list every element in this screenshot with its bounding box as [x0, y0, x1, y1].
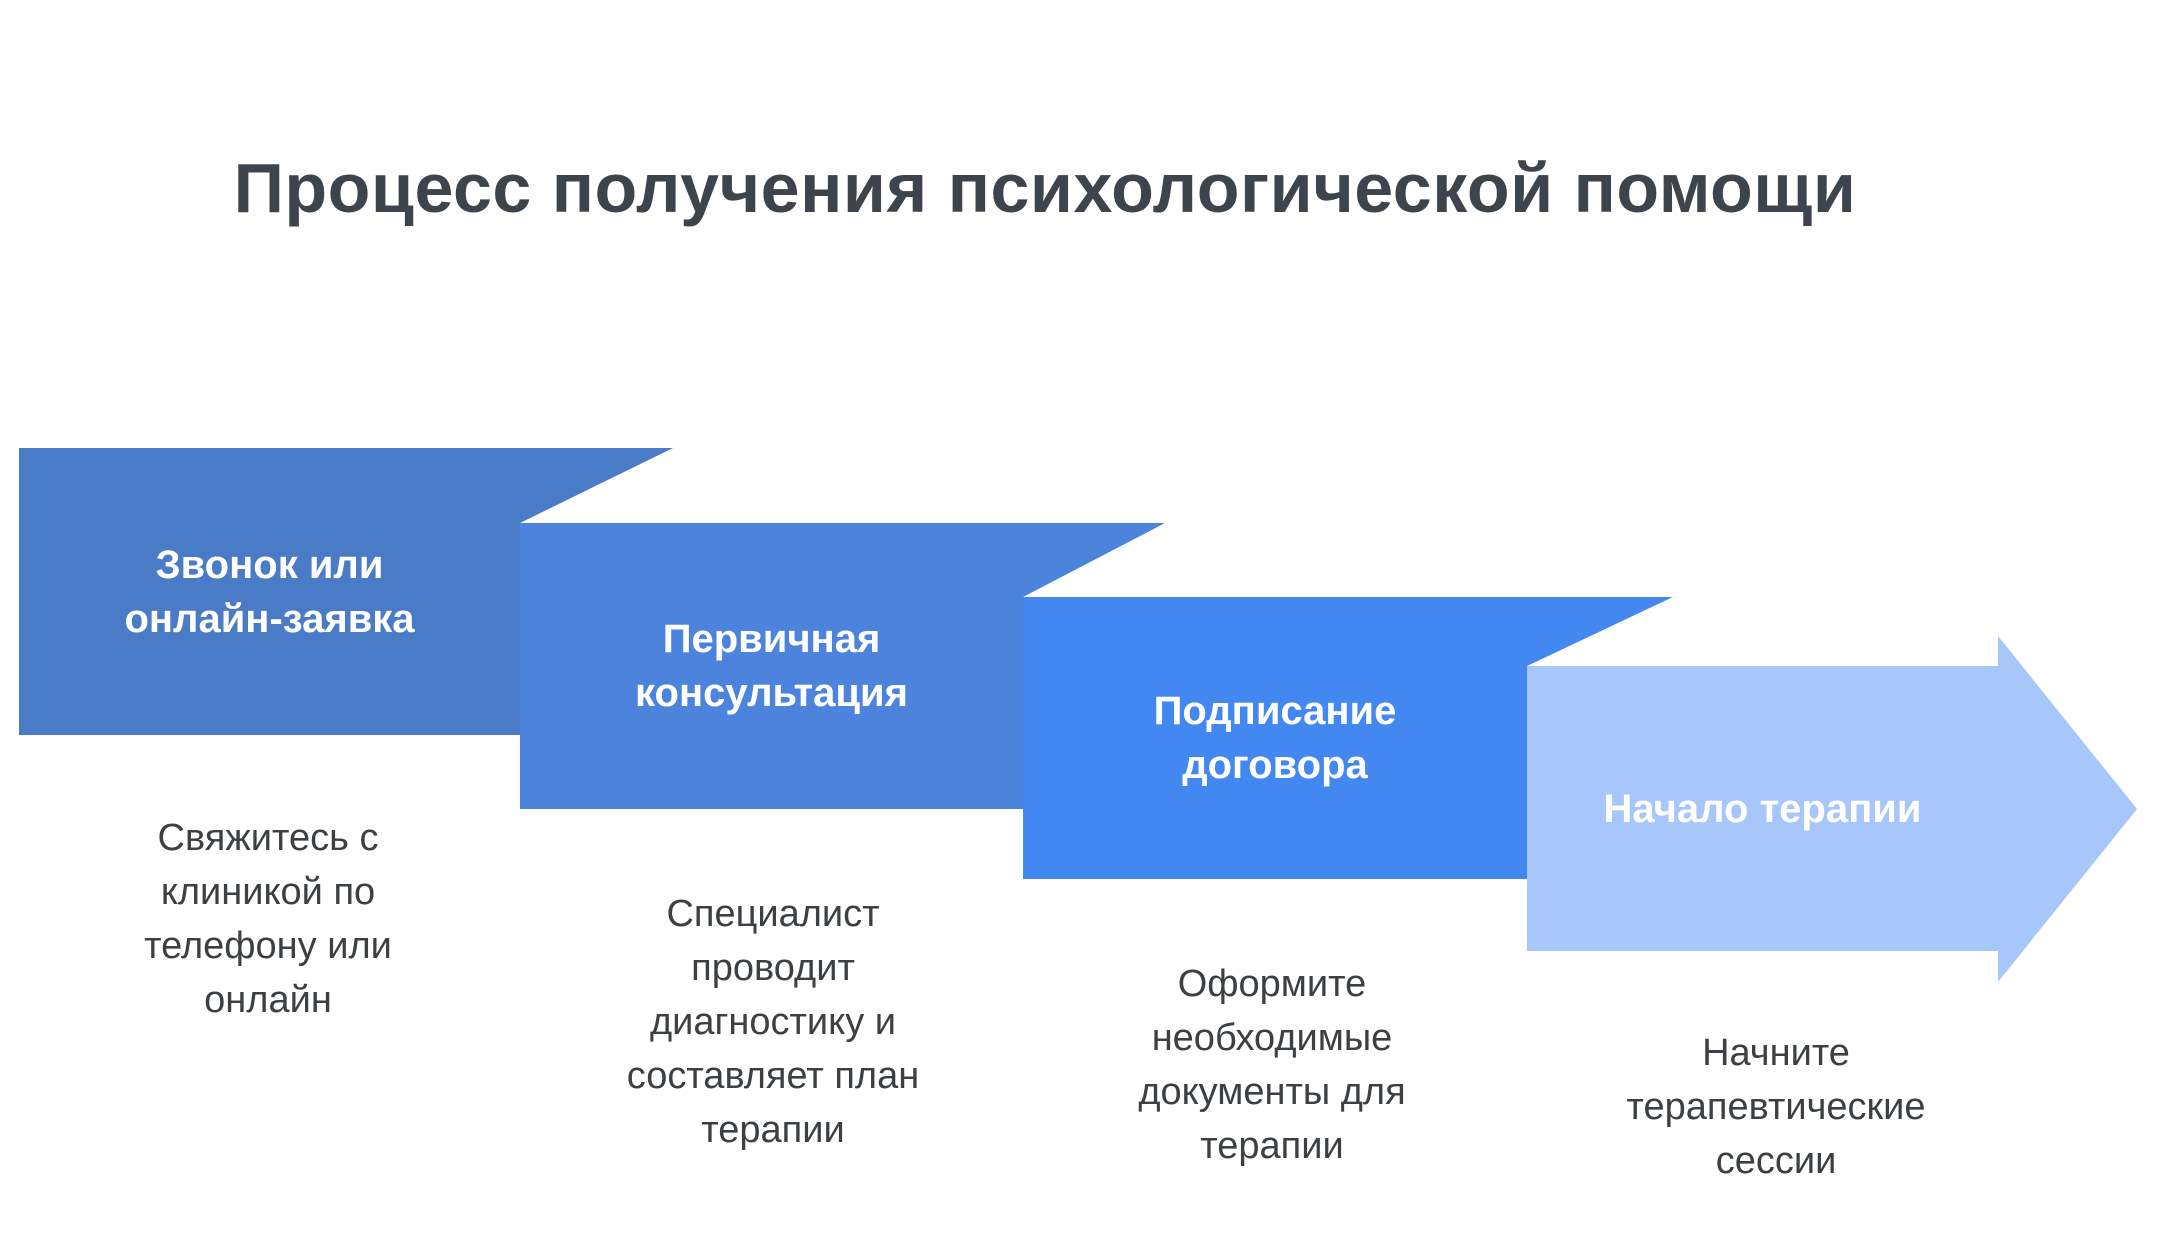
step-arrow-4: Начало терапии	[1527, 636, 2137, 982]
step-label-4: Начало терапии	[1603, 786, 1922, 831]
step-label-1: Звонок или онлайн-заявка	[124, 542, 415, 641]
step-label-2: Первичная консультация	[635, 617, 908, 715]
step-label-3: Подписание договора	[1153, 689, 1397, 787]
step-description-4: Начните терапевтические сессии	[1626, 1032, 1926, 1182]
page-title: Процесс получения психологической помощи	[233, 149, 1857, 227]
step-description-3: Оформите необходимые документы для терап…	[1138, 963, 1406, 1167]
step-description-1: Свяжитесь с клиникой по телефону или онл…	[144, 817, 392, 1021]
step-description-2: Специалист проводит диагностику и состав…	[626, 893, 920, 1151]
